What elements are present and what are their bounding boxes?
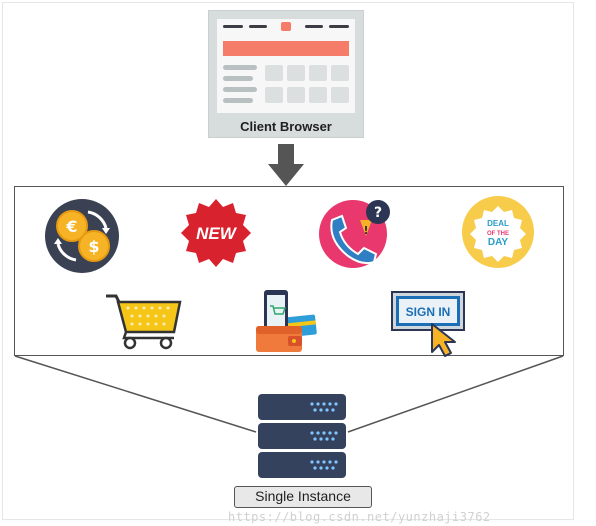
svg-text:OF THE: OF THE xyxy=(487,231,509,237)
new-badge-icon: NEW xyxy=(178,195,254,271)
svg-text:?: ? xyxy=(374,205,382,221)
single-instance-label: Single Instance xyxy=(234,486,372,508)
mobile-wallet-icon xyxy=(254,288,320,356)
svg-text:€: € xyxy=(65,217,77,236)
sign-in-icon: SIGN IN xyxy=(390,290,470,358)
deal-of-the-day-icon: DEAL OF THE DAY xyxy=(460,194,536,270)
client-browser-label: Client Browser xyxy=(240,119,332,134)
watermark-text: https://blog.csdn.net/yunzhaji3762 xyxy=(228,510,491,524)
currency-exchange-icon: € $ xyxy=(44,198,120,274)
new-badge-text: NEW xyxy=(196,224,238,243)
sign-in-text: SIGN IN xyxy=(406,305,451,319)
client-browser-node: Client Browser xyxy=(208,10,364,138)
svg-text:!: ! xyxy=(363,224,368,237)
browser-window-icon xyxy=(217,19,355,113)
phone-support-icon: ! ? xyxy=(316,196,394,270)
shopping-cart-icon xyxy=(104,292,184,350)
server-stack-icon xyxy=(256,394,348,478)
svg-text:DAY: DAY xyxy=(488,237,509,248)
down-arrow-icon xyxy=(266,144,306,188)
svg-text:DEAL: DEAL xyxy=(487,219,509,228)
svg-text:$: $ xyxy=(88,237,99,256)
